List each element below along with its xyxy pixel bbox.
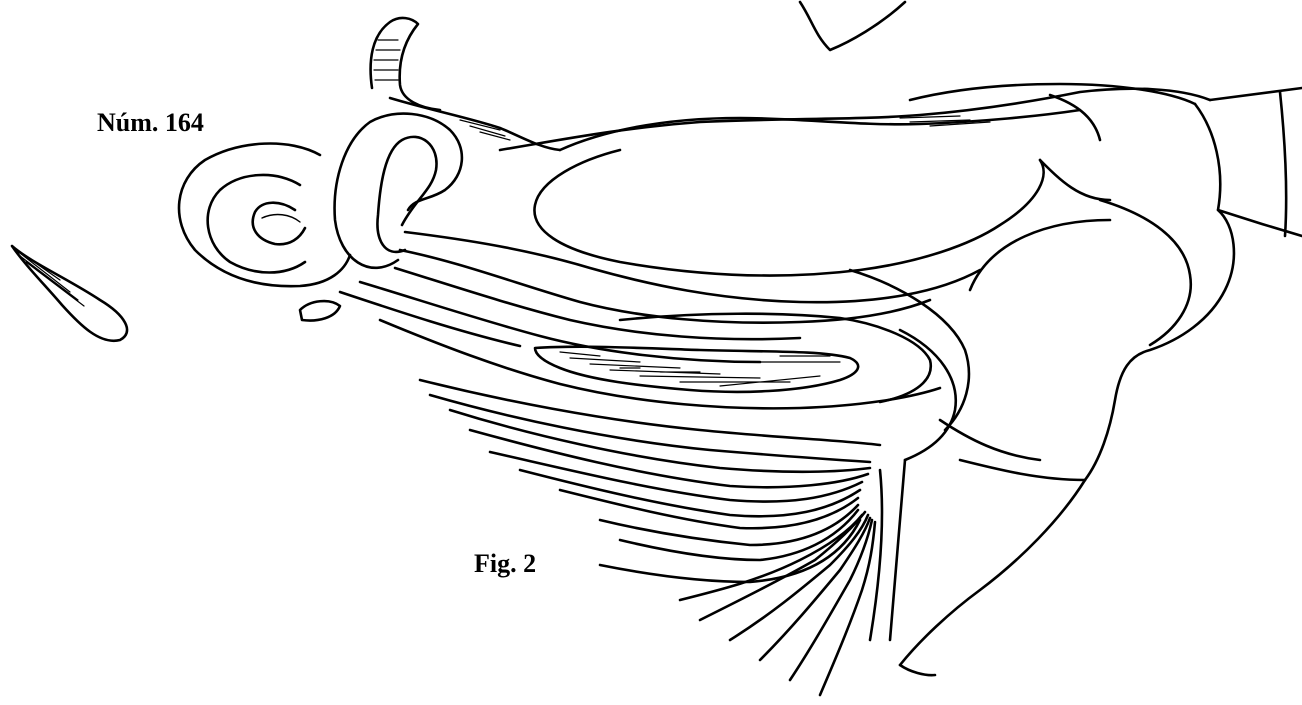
central-oval — [534, 150, 1110, 276]
right-block — [1085, 88, 1302, 480]
inner-loop — [335, 114, 462, 268]
hatched-lens — [535, 347, 858, 392]
right-lower-sweep — [900, 420, 1085, 675]
upper-contour — [500, 84, 1210, 150]
number-label: Núm. 164 — [97, 108, 204, 138]
top-fragment — [800, 2, 905, 50]
left-spiral — [179, 144, 350, 287]
figure-label: Fig. 2 — [474, 549, 536, 579]
curled-hook — [371, 18, 560, 150]
lower-fan — [420, 380, 905, 695]
leaf-fragment — [12, 246, 127, 341]
